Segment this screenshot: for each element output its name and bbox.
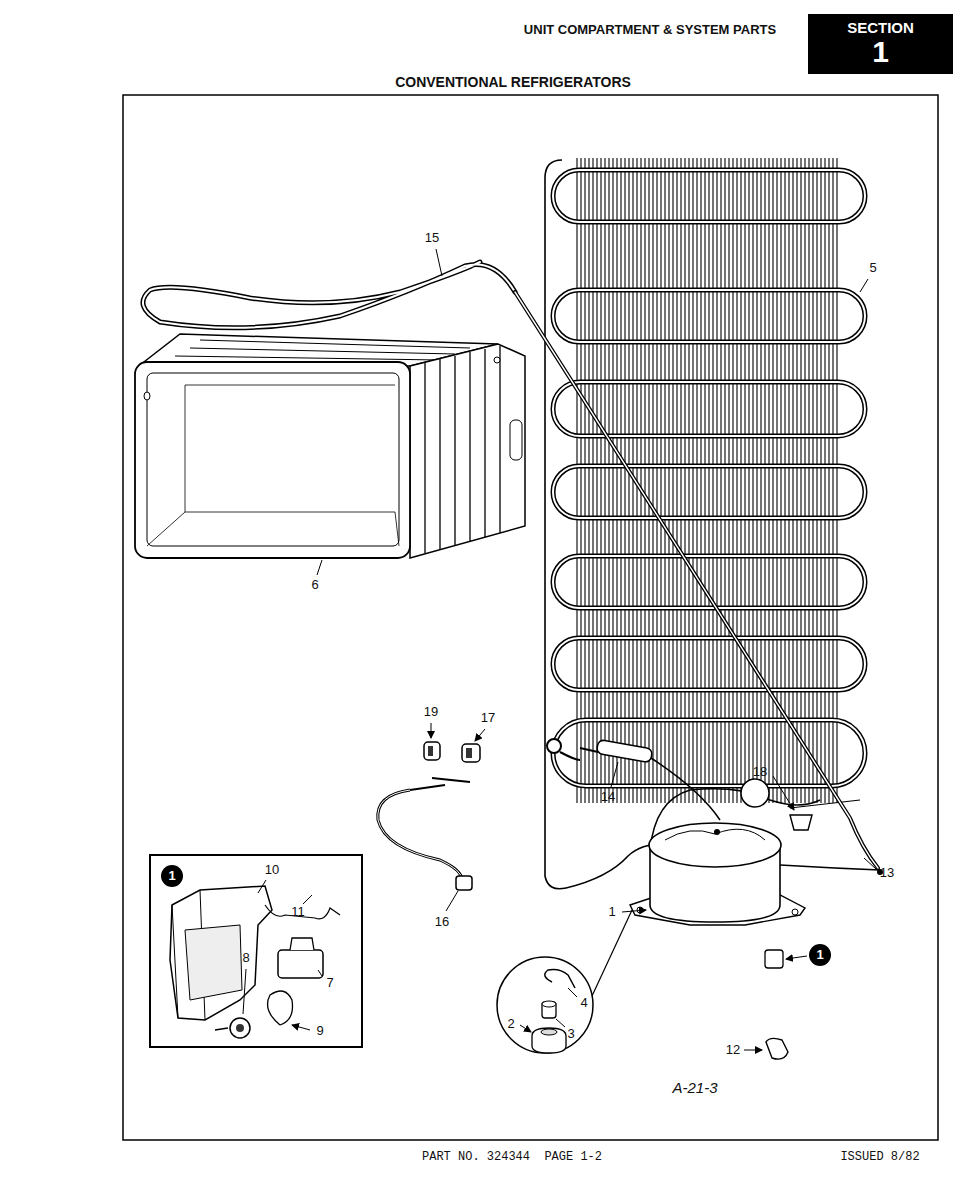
callout-number: 18 bbox=[753, 765, 767, 779]
section-number: 1 bbox=[872, 36, 889, 68]
callout-number: 2 bbox=[507, 1017, 514, 1031]
callout-number: 19 bbox=[424, 705, 438, 719]
callout-number: 16 bbox=[435, 915, 449, 929]
callout-number: 12 bbox=[726, 1043, 740, 1057]
footer-note: PART NO. 324344 PAGE 1-2 bbox=[422, 1151, 602, 1164]
footer-note: A-21-3 bbox=[672, 1080, 717, 1097]
callout-number: 15 bbox=[425, 231, 439, 245]
callout-number: 17 bbox=[481, 711, 495, 725]
callout-number: 8 bbox=[242, 951, 249, 965]
section-heading: UNIT COMPARTMENT & SYSTEM PARTS bbox=[524, 23, 776, 37]
callout-number: 3 bbox=[567, 1027, 574, 1041]
section-badge: SECTION1 bbox=[808, 14, 953, 74]
callout-number: 6 bbox=[311, 578, 318, 592]
callout-number: 1 bbox=[608, 905, 615, 919]
callout-number: 4 bbox=[580, 996, 587, 1010]
callout-number: 13 bbox=[880, 866, 894, 880]
reference-marker: 1 bbox=[809, 944, 831, 966]
diagram-title: CONVENTIONAL REFRIGERATORS bbox=[395, 75, 631, 90]
callout-number: 11 bbox=[291, 905, 305, 919]
footer-note: ISSUED 8/82 bbox=[840, 1151, 919, 1164]
callout-number: 7 bbox=[326, 976, 333, 990]
section-number: 1 bbox=[816, 948, 823, 962]
section-label: SECTION bbox=[847, 20, 914, 36]
callout-number: 9 bbox=[316, 1024, 323, 1038]
callout-number: 14 bbox=[601, 790, 615, 804]
callout-number: 10 bbox=[265, 863, 279, 877]
section-number: 1 bbox=[168, 869, 175, 883]
callout-number: 5 bbox=[869, 261, 876, 275]
reference-marker: 1 bbox=[161, 865, 183, 887]
